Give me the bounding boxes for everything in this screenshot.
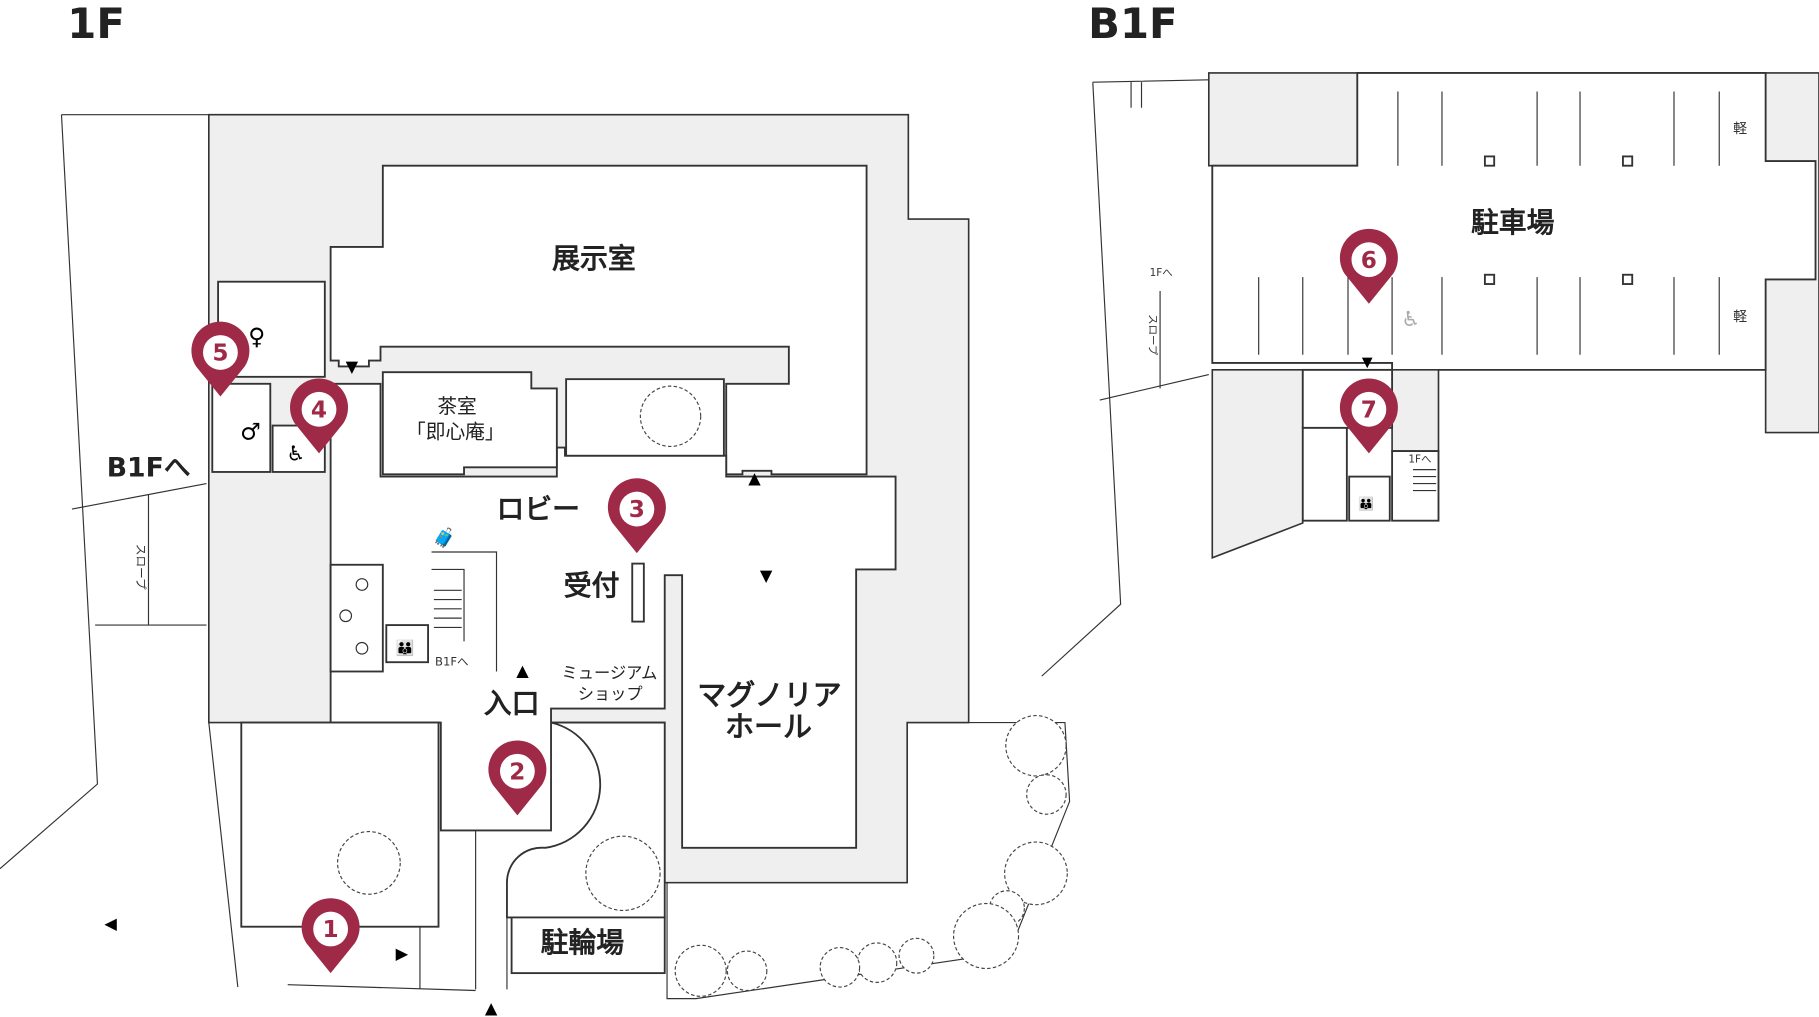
svg-text:◀: ◀ [104,914,117,933]
room-exhibition [329,164,868,476]
accessible-icon: ♿ [287,441,306,465]
label-exhibition: 展示室 [552,242,635,275]
planter-b1f [1301,426,1348,522]
location-pin-2[interactable]: 2 [488,740,547,816]
label-reception: 受付 [564,569,620,602]
elevator-icon-b1f: 👪 [1358,496,1374,512]
label-light-car-2: 軽 [1733,309,1747,325]
svg-text:▲: ▲ [516,661,529,680]
label-hall-1: マグノリア [697,678,841,712]
pin-number: 1 [323,916,339,943]
label-to-1f: 1Fへ [1150,267,1173,279]
svg-text:▼: ▼ [1362,354,1373,370]
svg-text:▼: ▼ [346,357,359,376]
floor-title-b1f: B1F [1088,0,1177,48]
garden-west [240,721,440,928]
floor-title-1f: 1F [67,0,125,48]
pin-number: 5 [212,340,228,367]
label-parking: 駐車場 [1471,206,1555,239]
label-tea-room: 茶室 [437,395,476,418]
label-entrance: 入口 [484,687,540,720]
stairs-b1f [1391,450,1440,522]
location-pin-7[interactable]: 7 [1339,378,1398,454]
stairs-to-1f-label: 1Fへ [1408,454,1431,466]
label-shop-2: ショップ [578,684,643,703]
map-1f: ♀ ♂ ♿ 👪 B1Fへ 🧳 ▼ ▲ ▼ ▲ ◀ ▶ ▲ 展示 [0,113,1071,1017]
men-icon: ♂ [240,418,261,445]
location-pin-3[interactable]: 3 [607,478,666,554]
label-slope-1f: スロープ [134,544,148,590]
location-pin-6[interactable]: 6 [1339,228,1398,304]
room-tea [381,371,558,476]
accessible-parking-icon: ♿ [1401,307,1420,331]
location-pin-1[interactable]: 1 [301,898,360,974]
bicycle-parking [510,916,666,975]
elevator-icon: 👪 [396,639,415,657]
location-pin-4[interactable]: 4 [290,378,349,454]
svg-text:▶: ▶ [396,944,409,963]
label-slope-b1f: スロープ [1147,314,1159,356]
label-tea-room-name: 「即心庵」 [406,420,505,443]
women-icon: ♀ [248,323,265,350]
locker-icon: 🧳 [433,527,456,549]
pin-number: 2 [509,758,525,785]
pin-number: 3 [629,496,645,523]
svg-text:▼: ▼ [760,566,773,585]
label-shop-1: ミュージアム [561,663,657,682]
map-b1f: 👪 ♿ ▼ 駐車場 軽 軽 1Fへ スロープ 1Fへ [1041,71,1819,677]
location-pin-5[interactable]: 5 [191,321,250,397]
label-hall-2: ホール [725,709,812,743]
label-light-car-1: 軽 [1733,121,1747,137]
elevator-b1f [1348,475,1391,522]
svg-text:▲: ▲ [748,469,761,488]
stairs-to-b1f-label: B1Fへ [435,655,469,669]
svg-text:▲: ▲ [485,999,498,1017]
restroom-men [211,382,272,473]
pin-number: 6 [1361,247,1377,274]
label-lobby: ロビー [497,492,581,525]
elevator-1f [385,624,429,664]
label-to-b1f: B1Fへ [107,453,191,484]
label-bicycle-parking: 駐輪場 [541,926,625,959]
pin-number: 7 [1361,396,1377,423]
pin-number: 4 [311,396,327,423]
